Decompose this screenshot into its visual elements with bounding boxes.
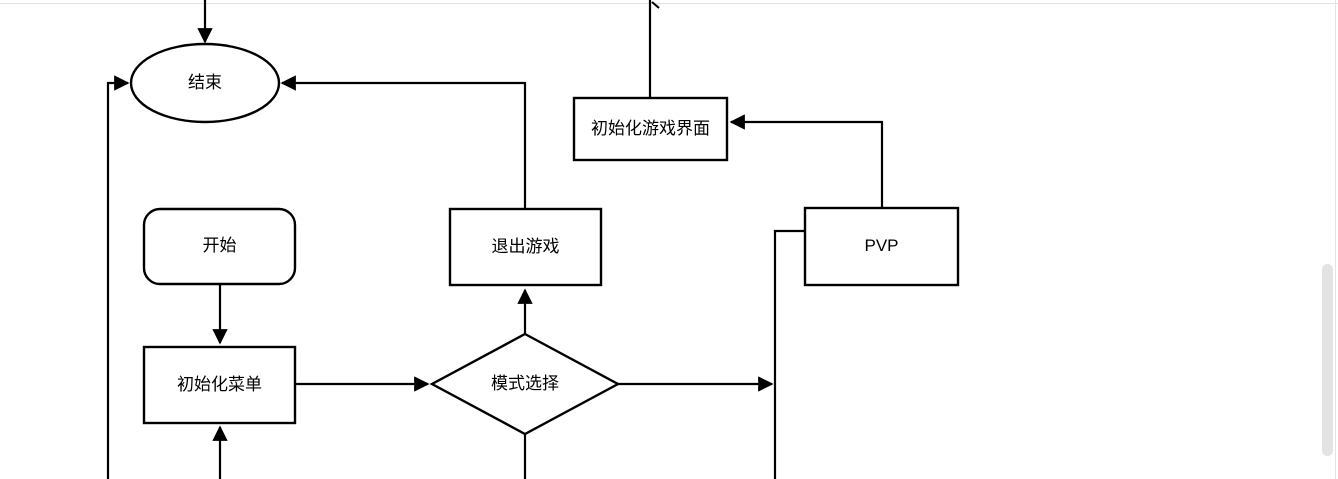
right-border	[1335, 0, 1336, 479]
node-exit-game[interactable]	[448, 207, 603, 287]
edge-exit-to-end	[280, 75, 527, 209]
edge-left-loop-into-end	[106, 75, 130, 479]
edge-top-arrow-fragment	[651, 1, 660, 9]
node-start[interactable]	[142, 207, 297, 286]
vertical-scrollbar-track[interactable]	[1322, 0, 1336, 479]
top-divider	[0, 3, 1338, 4]
node-mode-select[interactable]	[429, 332, 621, 436]
node-init-game-ui[interactable]	[572, 96, 729, 162]
edge-pvp-to-init-game-ui	[729, 114, 884, 208]
edge-right-bus	[773, 229, 805, 479]
node-pvp[interactable]	[803, 206, 960, 287]
node-init-menu[interactable]	[142, 345, 297, 425]
node-end[interactable]	[129, 42, 281, 124]
vertical-scrollbar-thumb[interactable]	[1322, 264, 1333, 456]
